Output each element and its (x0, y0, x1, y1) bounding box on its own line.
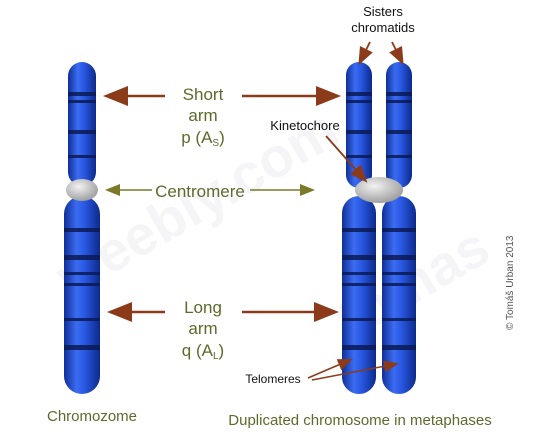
long-text: Long (184, 298, 222, 317)
q-al-text: q (AL) (181, 340, 225, 362)
telomeres-arrow-left (307, 358, 353, 379)
copyright-text: © Tomáš Urban 2013 (505, 235, 516, 330)
arm-long-text: arm (188, 319, 218, 339)
duplicated-caption: Duplicated chromosome in metaphases (228, 412, 492, 429)
centromere-single (66, 179, 98, 201)
chromatid-left-long (342, 196, 376, 394)
duplicated-chromosome (342, 62, 416, 394)
chromatid-right-long (382, 196, 416, 394)
sisters-chromatids-label: Sisters chromatids (338, 4, 428, 37)
centromere-label: Centromere (155, 182, 245, 201)
telomeres-label: Telomeres (245, 372, 301, 386)
long-arm (64, 196, 100, 394)
telomeres-arrow-right (311, 360, 399, 381)
arrows (103, 41, 404, 381)
single-chromosome (64, 62, 100, 394)
chromatid-right-short (386, 62, 412, 188)
chromatids-text: chromatids (351, 20, 415, 36)
kinetochore-arrow (325, 135, 368, 183)
p-as-text: p (AS) (181, 127, 225, 149)
bands-dup (342, 92, 416, 350)
kinetochore-label: Kinetochore (270, 118, 340, 133)
centromere-duplicated (355, 177, 403, 203)
short-arm (68, 62, 96, 186)
sisters-arrow-left (358, 41, 373, 66)
short-text: Short (182, 85, 224, 104)
chromozome-caption: Chromozome (46, 408, 138, 425)
long-arm-label: Long arm q (AL) (165, 297, 241, 363)
arm-short-text: arm (188, 106, 218, 126)
short-arm-label: Short arm p (AS) (165, 84, 241, 150)
bands (64, 92, 100, 350)
sisters-arrow-right (389, 41, 404, 66)
sisters-text: Sisters (363, 4, 403, 19)
